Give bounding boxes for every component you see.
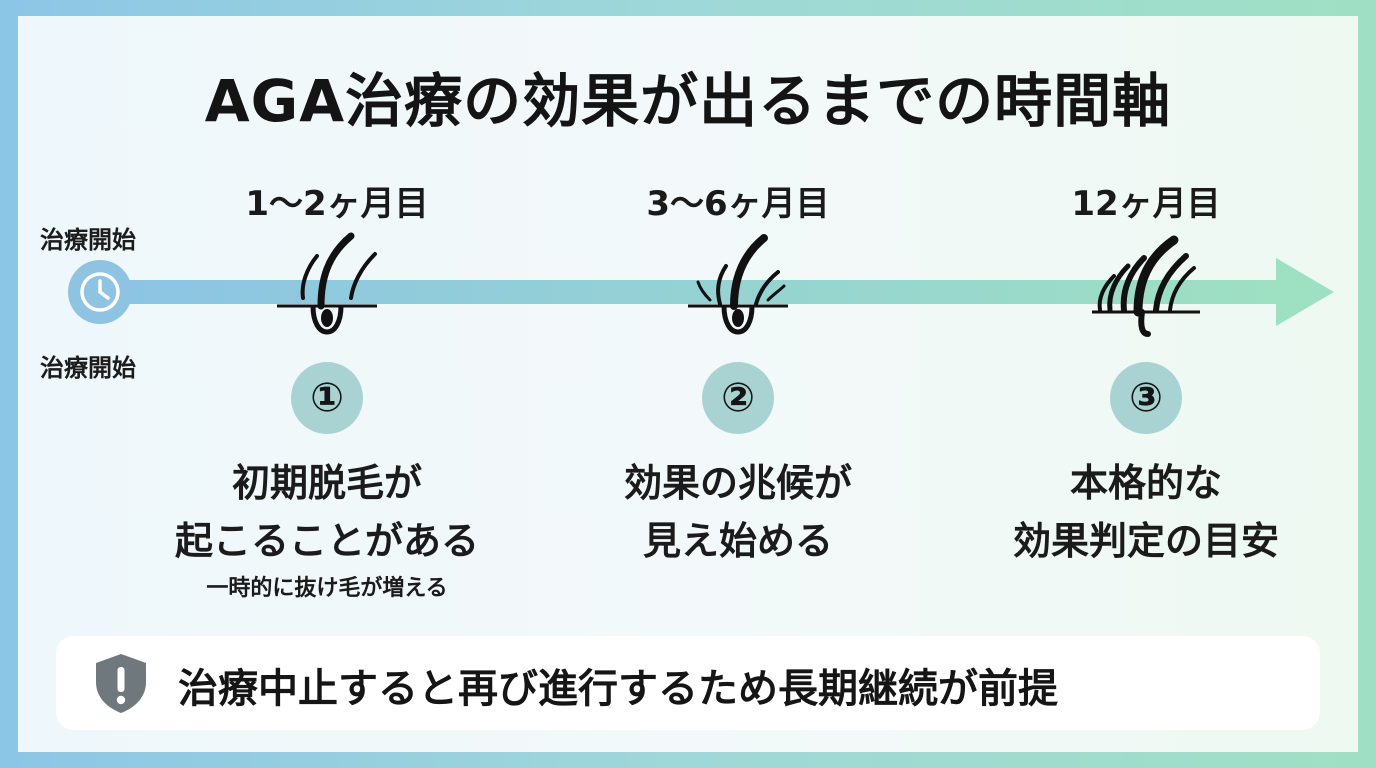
hair-follicle-icon: [277, 232, 377, 335]
start-label-bottom: 治療開始: [40, 354, 136, 382]
milestone-1-period: 1〜2ヶ月目: [245, 184, 429, 224]
milestone-3-badge: ③: [1110, 362, 1182, 434]
milestone-2-line2: 見え始める: [642, 519, 833, 563]
timeline-bar: [110, 280, 1280, 304]
milestone-1-badge: ①: [291, 362, 363, 434]
shield-exclamation-icon: [96, 654, 146, 713]
milestone-3-line2: 効果判定の目安: [1012, 519, 1279, 563]
milestone-1-line1: 初期脱毛が: [231, 461, 422, 505]
milestone-3-line1: 本格的な: [1069, 461, 1222, 505]
milestone-2-period: 3〜6ヶ月目: [646, 184, 830, 224]
milestone-1-description: 初期脱毛が 起こることがある: [117, 454, 537, 570]
hair-follicle-icon: [1092, 235, 1200, 337]
milestone-1-note: 一時的に抜け毛が増える: [206, 576, 448, 601]
milestone-3-period: 12ヶ月目: [1071, 184, 1221, 224]
warning-text: 治療中止すると再び進行するため長期継続が前提: [178, 666, 1058, 712]
hair-follicle-icon: [688, 234, 788, 335]
milestone-2-line1: 効果の兆候が: [623, 461, 852, 505]
start-label-top: 治療開始: [40, 226, 136, 254]
milestone-2-description: 効果の兆候が 見え始める: [528, 454, 948, 570]
milestone-1-line2: 起こることがある: [174, 519, 479, 563]
clock-icon: [68, 260, 132, 324]
warning-box: 治療中止すると再び進行するため長期継続が前提: [56, 636, 1320, 730]
milestone-3-description: 本格的な 効果判定の目安: [936, 454, 1356, 570]
timeline-arrowhead: [1276, 258, 1334, 326]
page-title: AGA治療の効果が出るまでの時間軸: [204, 67, 1172, 135]
milestone-2-badge: ②: [702, 362, 774, 434]
